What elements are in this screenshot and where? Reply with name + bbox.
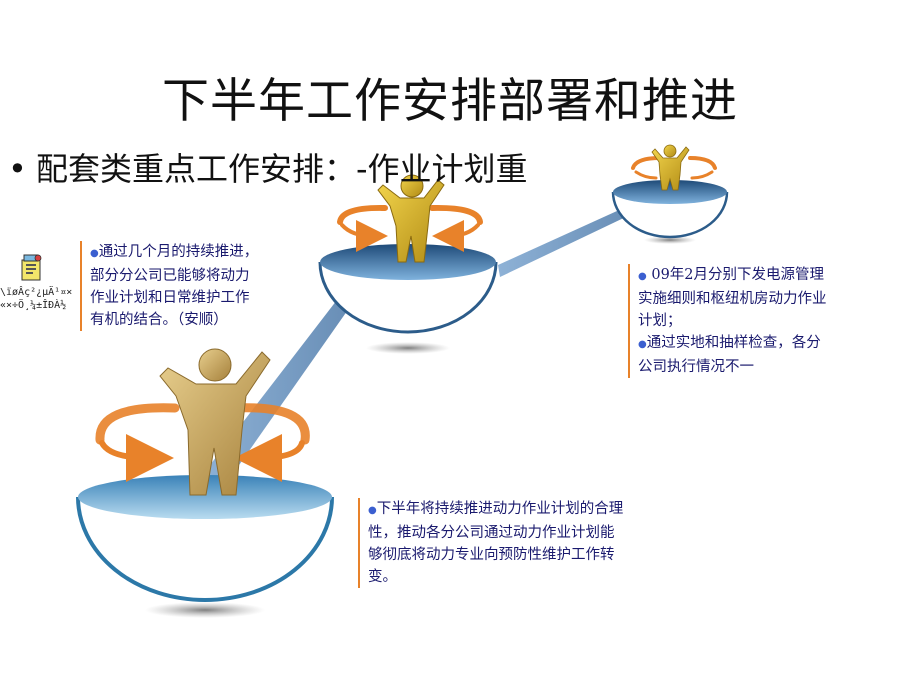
note-line: 计划；: [638, 313, 682, 329]
bowl-large: [76, 475, 334, 602]
note-bullet: ●: [90, 248, 99, 259]
note-line: ● 09年2月分别下发电源管理: [638, 267, 825, 283]
note-line: 实施细则和枢纽机房动力作业: [638, 291, 827, 307]
note-line: 公司执行情况不一: [638, 359, 754, 375]
note-line: ●通过几个月的持续推进，: [90, 244, 259, 260]
subtitle-text: 配套类重点工作安排：-作业计划重: [36, 150, 528, 188]
note-line: ●通过实地和抽样检查，各分: [638, 335, 821, 351]
note-line: ●下半年将持续推进动力作业计划的合理: [368, 501, 624, 517]
rotate-arrows-medium: [337, 204, 483, 252]
document-object-icon: [21, 254, 42, 281]
bowl-small: [611, 180, 729, 239]
bowl-medium: [318, 244, 498, 334]
person-figure-medium: [377, 174, 445, 263]
note-bullet: ●: [368, 505, 377, 516]
shadow-small: [644, 236, 696, 244]
shadow-large: [145, 602, 265, 618]
note-line: 变。: [368, 569, 397, 585]
note-bullet: ●: [638, 271, 647, 282]
subtitle-bullet: •配套类重点工作安排：-作业计划重: [8, 144, 528, 190]
bullet-symbol: •: [8, 150, 27, 188]
note-line: 够彻底将动力专业向预防性维护工作转: [368, 547, 615, 563]
note-bottom: ●下半年将持续推进动力作业计划的合理 性，推动各分公司通过动力作业计划能 够彻底…: [358, 498, 698, 588]
note-line: 作业计划和日常维护工作: [90, 290, 250, 306]
shadow-medium: [366, 342, 450, 354]
note-line: 性，推动各分公司通过动力作业计划能: [368, 525, 615, 541]
rotate-arrows-large: [95, 403, 310, 482]
page-title: 下半年工作安排部署和推进: [162, 74, 738, 129]
embedded-object[interactable]: \ïøÂç²¿µÄ¹¤× «×÷Ö¸¼±ÎÐÀ½: [0, 252, 73, 312]
person-figure-large: [159, 348, 271, 496]
note-bullet: ●: [638, 339, 647, 350]
note-line: 部分分公司已能够将动力: [90, 268, 250, 284]
note-line: 有机的结合。（安顺）: [90, 312, 228, 328]
person-figure-small: [651, 144, 690, 191]
note-left: ●通过几个月的持续推进， 部分分公司已能够将动力 作业计划和日常维护工作 有机的…: [80, 241, 320, 331]
object-caption-line-2: «×÷Ö¸¼±ÎÐÀ½: [0, 300, 67, 311]
note-right: ● 09年2月分别下发电源管理 实施细则和枢纽机房动力作业 计划； ●通过实地和…: [628, 264, 888, 378]
object-caption-line-1: \ïøÂç²¿µÄ¹¤×: [0, 287, 73, 298]
